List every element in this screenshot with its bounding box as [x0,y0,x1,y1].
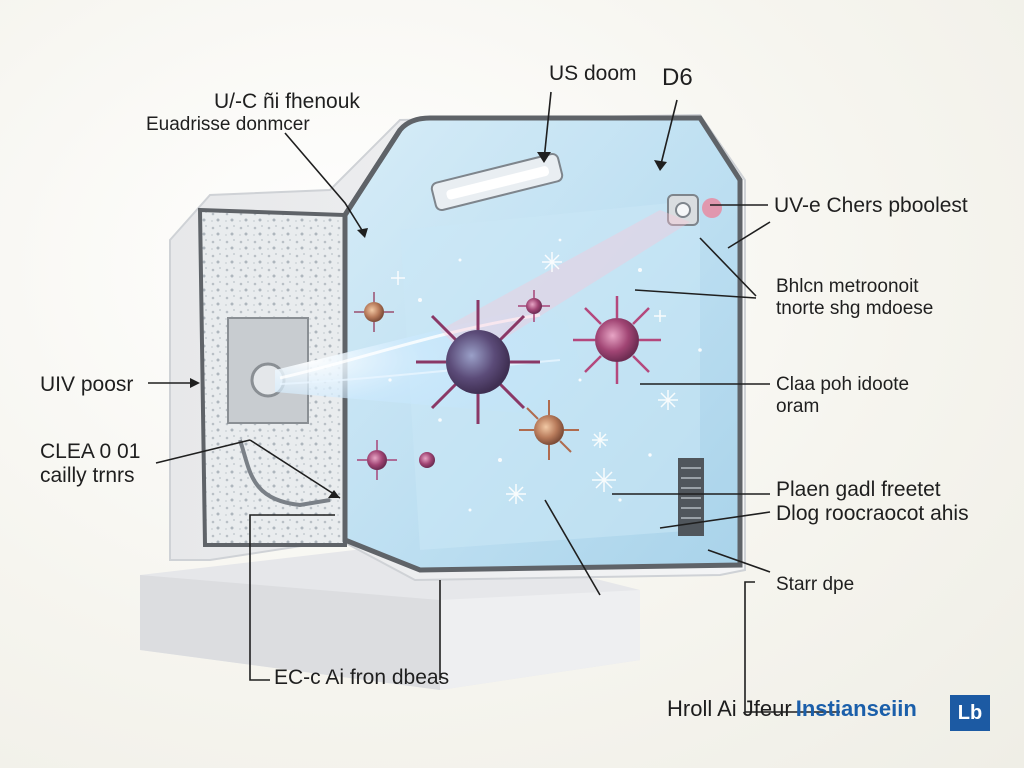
label-uvc-lamp-line2: Euadrisse donmcer [146,114,310,136]
label-clea: CLEA 0 01 cailly trnrs [40,440,140,488]
label-us-doom: US doom [549,62,637,86]
label-start-dpe: Starr dpe [776,574,854,596]
label-uve-sensor: UV-e Chers pboolest [774,194,968,218]
label-bhlcn-line1: Bhlcn metroonoit [776,276,933,298]
label-clea-line2: cailly trnrs [40,464,140,488]
brand-highlight: Instianseiin [796,696,917,721]
label-plaen-line1: Plaen gadl freetet [776,478,969,502]
label-uv-power: UIV poosr [40,373,133,397]
label-plaen-line2: Dlog roocraocot ahis [776,502,969,526]
label-air-fron: EC-c Ai fron dbeas [274,666,449,690]
label-d6: D6 [662,66,693,90]
label-uvc-lamp: U/-C ñi fhenouk [214,90,360,114]
label-claa-line1: Claa poh idoote [776,374,909,396]
label-claa-line2: oram [776,396,909,418]
label-clea-line1: CLEA 0 01 [40,440,140,464]
label-bhlcn-line2: tnorte shg mdoese [776,298,933,320]
label-uvc-lamp-sub: Euadrisse donmcer [146,114,310,136]
label-bhlcn: Bhlcn metroonoit tnorte shg mdoese [776,276,933,320]
brand-name: Hroll Ai Jfeur [667,696,792,721]
label-plaen: Plaen gadl freetet Dlog roocraocot ahis [776,478,969,526]
virus-pink [573,296,661,384]
brand-logo: Lb [950,695,990,731]
label-uvc-lamp-line1: U/-C ñi fhenouk [214,90,360,114]
label-claa: Claa poh idoote oram [776,374,909,418]
virus-large [416,300,540,424]
virus-small-4 [419,452,435,468]
